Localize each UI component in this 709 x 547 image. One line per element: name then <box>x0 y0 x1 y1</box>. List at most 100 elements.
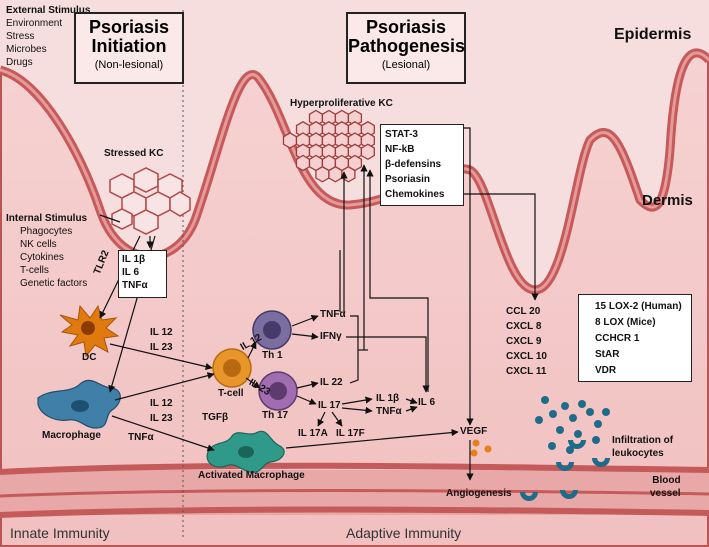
arrow-to-il6-a <box>405 397 418 405</box>
internal-item: Genetic factors <box>20 278 88 289</box>
kc-hexagon <box>360 143 375 161</box>
stressed-kc-label: Stressed KC <box>104 148 164 159</box>
th1-label: Th 1 <box>262 350 283 361</box>
th17-label: Th 17 <box>262 410 289 421</box>
arrow-ifn-to-il6 <box>346 336 430 393</box>
kc-hexagon <box>347 109 363 127</box>
angiogenesis-label: Angiogenesis <box>446 488 512 499</box>
dc-cell <box>59 304 120 358</box>
dermis-label: Dermis <box>642 192 693 209</box>
arrow-to-il6-b <box>405 405 418 413</box>
kc-hexagon <box>295 154 311 172</box>
tcell-label: T-cell <box>218 388 244 399</box>
mac-cytokine: IL 23 <box>150 413 173 424</box>
kc-factor: NF-kB <box>385 144 415 155</box>
arrow-dc-to-tcell <box>109 343 213 371</box>
bracket-th-outputs <box>349 315 359 384</box>
hyperproliferative-kc-cluster <box>282 109 375 183</box>
external-stimulus: External Stimulus Environment Stress Mic… <box>6 4 90 69</box>
th1-tnf-label: TNFα <box>320 309 346 320</box>
gene-item: StAR <box>595 349 620 360</box>
infiltration-line: leukocytes <box>612 448 664 459</box>
blood-vessel-line: Blood <box>652 475 681 486</box>
innate-immunity-label: Innate Immunity <box>10 525 110 541</box>
initiation-title-2: Initiation <box>91 35 167 56</box>
arrow-il17-to-tnf <box>341 406 373 414</box>
il17-il1b-label: IL 1β <box>376 393 400 404</box>
tgfb-label: TGFβ <box>202 412 229 423</box>
th17-cell <box>258 371 298 411</box>
arrow-chemokines-to-ccl <box>460 193 539 301</box>
blood-vessel-mid <box>0 489 709 498</box>
arrow-macrophage-to-activated <box>111 415 215 452</box>
pathogenesis-title-2: Pathogenesis <box>348 35 466 56</box>
arrow-macrophage-to-tcell <box>114 372 215 401</box>
chemokines-list: CCL 20 CXCL 8 CXCL 9 CXCL 10 CXCL 11 <box>506 304 547 379</box>
arrow-il17-to-il17f <box>331 411 343 427</box>
gene-item: 15 LOX-2 (Human) <box>595 301 682 312</box>
blood-vessel-top <box>0 462 709 475</box>
macrophage-label: Macrophage <box>42 430 101 441</box>
external-item: Environment <box>6 18 63 29</box>
arrow-tcell-to-th17 <box>245 377 261 389</box>
tcell-cell <box>212 348 252 388</box>
dc-cytokine: IL 23 <box>150 342 173 353</box>
dc-cytokine: IL 12 <box>150 327 173 338</box>
il22-label: IL 22 <box>320 377 343 388</box>
internal-item: NK cells <box>20 239 57 250</box>
initiation-subtitle: (Non-lesional) <box>94 58 164 71</box>
initiation-box: Psoriasis Initiation (Non-lesional) <box>74 12 184 84</box>
il17a-label: IL 17A <box>298 428 328 439</box>
kc-hexagon <box>315 166 330 183</box>
internal-stimulus-title: Internal Stimulus <box>6 213 88 224</box>
il17-tnf-label: TNFα <box>376 406 402 417</box>
kc-cytokines-box: IL 1β IL 6 TNFα <box>118 250 167 298</box>
arrow-th1-to-tnf <box>291 314 319 327</box>
epidermis-label: Epidermis <box>614 26 692 43</box>
activated-macrophage-label: Activated Macrophage <box>198 470 305 481</box>
internal-item: Cytokines <box>20 252 64 263</box>
pathogenesis-title-1: Psoriasis <box>365 17 447 37</box>
arrow-actmac-to-vegf <box>285 429 459 449</box>
il17-label: IL 17 <box>318 400 341 411</box>
infiltration-line: Infiltration of <box>612 435 674 446</box>
mac-cytokine: IL 12 <box>150 398 173 409</box>
arrow-th17-to-il22 <box>296 380 319 389</box>
chemokine: CXCL 10 <box>506 351 547 362</box>
th1-ifn-label: IFNγ <box>320 331 342 342</box>
chemokine: CCL 20 <box>506 306 541 317</box>
kc-factor: Psoriasin <box>385 174 431 185</box>
il6-label: IL 6 <box>418 397 436 408</box>
arrow-il17-to-il17a <box>317 411 326 427</box>
il17f-label: IL 17F <box>336 428 365 439</box>
external-item: Stress <box>6 31 35 42</box>
kc-factor: Chemokines <box>385 189 445 200</box>
kc-factors-box: STAT-3 NF-kB β-defensins Psoriasin Chemo… <box>380 124 464 206</box>
arrow-il17-to-il1b <box>341 396 373 405</box>
internal-stimulus: Internal Stimulus Phagocytes NK cells Cy… <box>6 212 87 290</box>
pathogenesis-box: Psoriasis Pathogenesis (Lesional) <box>346 12 466 84</box>
arrow-tcell-to-th1 <box>247 341 257 359</box>
dc-label: DC <box>82 352 97 363</box>
kc-hexagon <box>360 132 375 149</box>
arrow-il6-up <box>366 169 429 392</box>
kc-factor: STAT-3 <box>385 129 418 140</box>
kc-cytokine: IL 6 <box>122 267 140 278</box>
mac-tnf-label: TNFα <box>128 432 154 443</box>
gene-box: 15 LOX-2 (Human) 8 LOX (Mice) CCHCR 1 St… <box>578 294 692 382</box>
macrophage-cell <box>37 379 121 429</box>
blood-vessel-bottom <box>0 506 709 518</box>
vegf-dots <box>470 439 492 457</box>
infiltration-label: Infiltration of leukocytes <box>612 434 673 460</box>
mac-cytokines: IL 12 IL 23 <box>150 396 173 426</box>
gene-item: VDR <box>595 365 617 376</box>
external-item: Microbes <box>6 44 47 55</box>
arrow-th1-to-ifn <box>291 332 319 340</box>
kc-cytokine: TNFα <box>122 280 148 291</box>
internal-item: Phagocytes <box>20 226 73 237</box>
hyperproliferative-kc-label: Hyperproliferative KC <box>290 98 393 109</box>
blood-vessel-line: vessel <box>650 488 681 499</box>
kc-factor: β-defensins <box>385 159 442 170</box>
kc-hexagon <box>282 132 298 149</box>
